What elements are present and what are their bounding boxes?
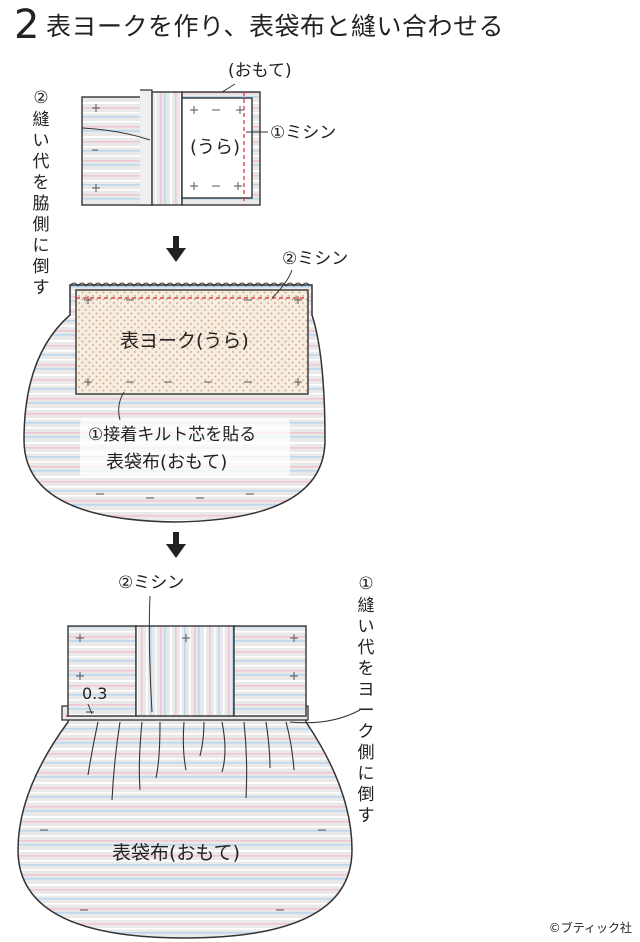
fig3-yoke-right [233, 625, 307, 717]
fig2-label-yoke: 表ヨーク(うら) [120, 330, 249, 352]
fig3-yoke-center [135, 625, 235, 717]
fig3-side-note-num: ① [358, 574, 374, 594]
fig1-ura-panel [181, 97, 253, 199]
fig3-label-measure: 0.3 [82, 684, 108, 703]
fig3-gathers [87, 721, 295, 801]
fig2-yoke [75, 289, 309, 395]
fig1-marks [92, 104, 244, 192]
fig3-bag-body [17, 711, 353, 939]
fig3-label-sew: ②ミシン [118, 573, 185, 593]
fig2-leader-quilt [118, 391, 125, 421]
fig2-leader-sew [271, 269, 293, 299]
fig3-measure-mark [86, 703, 94, 715]
fig1-leader-omote [221, 83, 236, 93]
figure-1 [81, 83, 268, 206]
step-title: 表ヨークを作り、表袋布と縫い合わせる [46, 12, 505, 41]
fig3-leader-fold [289, 709, 361, 724]
fig1-side-note-num: ② [33, 88, 49, 108]
fig1-label-sew: ①ミシン [270, 123, 337, 143]
fig2-label-quilt: ①接着キルト芯を貼る [88, 425, 257, 445]
fig1-middle-panel [151, 91, 183, 206]
fig3-marks [40, 634, 326, 911]
fig2-marks [84, 296, 302, 499]
fig1-label-omote: (おもて) [228, 61, 292, 81]
figure-2 [23, 269, 326, 523]
down-arrow-2 [166, 532, 186, 558]
fig1-leader-seam [81, 127, 151, 141]
fig2-label-sew: ②ミシン [282, 249, 349, 269]
fig3-side-note: 縫い代をヨーク側に倒す [357, 596, 375, 826]
step-number: 2 [14, 2, 40, 48]
copyright-credit: ©ブティック社 [548, 921, 632, 935]
fig3-label-body: 表袋布(おもて) [112, 842, 241, 864]
fig3-leader-sew [148, 595, 153, 713]
fig1-seam-fold [140, 89, 153, 206]
fig1-label-ura: (うら) [190, 137, 241, 158]
figure-3 [17, 595, 361, 939]
fig2-label-bg [80, 418, 290, 478]
fig1-side-note: 縫い代を脇側に倒す [32, 110, 50, 298]
down-arrow-1 [166, 236, 186, 262]
fig2-label-body: 表袋布(おもて) [106, 452, 228, 473]
fig2-gathered-top [69, 282, 311, 287]
fig3-yoke-left [67, 625, 137, 717]
